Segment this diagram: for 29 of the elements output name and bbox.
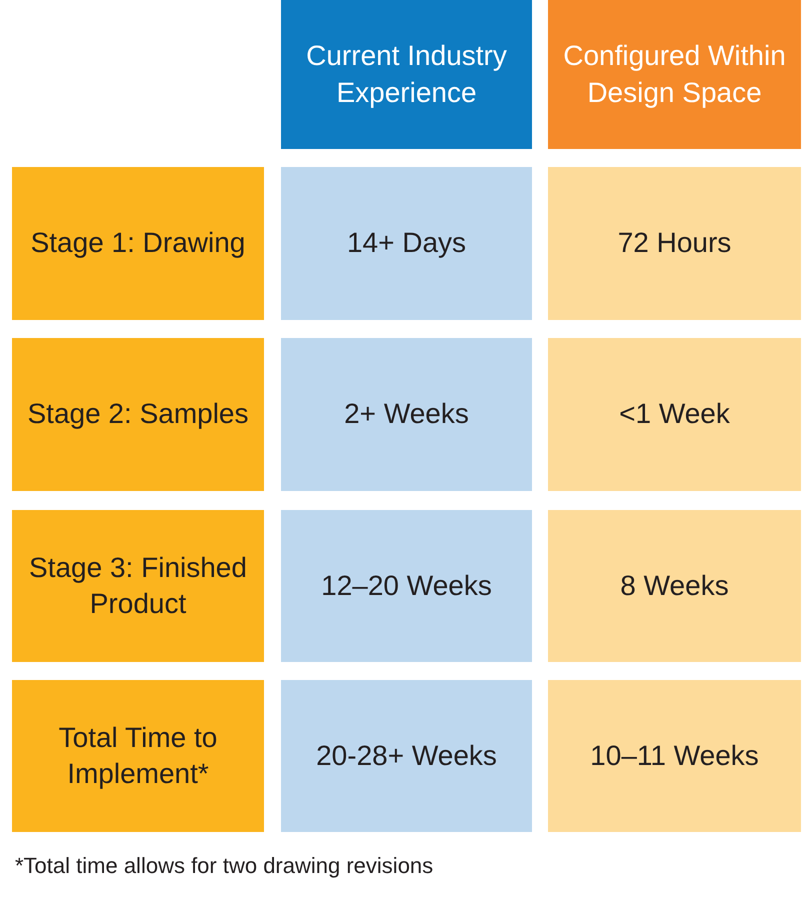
table-cell [281, 680, 532, 832]
row-header [12, 338, 264, 491]
cell-text: Total Time to Implement* [58, 720, 218, 791]
table-cell [281, 510, 532, 662]
cell-text: Current Industry Experience [305, 39, 508, 110]
row-header [12, 167, 264, 320]
cell-text: 72 Hours [618, 226, 732, 260]
footnote: *Total time allows for two drawing revisions [15, 853, 434, 879]
cell-text: 10–11 Weeks [590, 738, 759, 773]
table-cell [548, 167, 801, 320]
table-cell [548, 510, 801, 662]
cell-text: 20-28+ Weeks [316, 738, 497, 773]
table-cell [548, 338, 801, 491]
row-header [12, 680, 264, 832]
cell-text: 12–20 Weeks [321, 568, 492, 603]
cell-text: 8 Weeks [620, 568, 729, 603]
cell-text: 14+ Days [346, 226, 466, 260]
cell-text: 2+ Weeks [344, 397, 469, 432]
row-header [12, 510, 264, 662]
cell-text: Stage 2: Samples [27, 397, 249, 432]
cell-text: Stage 3: Finished Product [28, 550, 248, 621]
cell-text: Configured Within Design Space [562, 39, 787, 110]
column-header [281, 0, 532, 149]
table-cell [281, 167, 532, 320]
cell-text: <1 Week [619, 397, 730, 432]
cell-text: Stage 1: Drawing [30, 226, 246, 260]
table-cell [281, 338, 532, 491]
column-header [548, 0, 801, 149]
table-cell [548, 680, 801, 832]
